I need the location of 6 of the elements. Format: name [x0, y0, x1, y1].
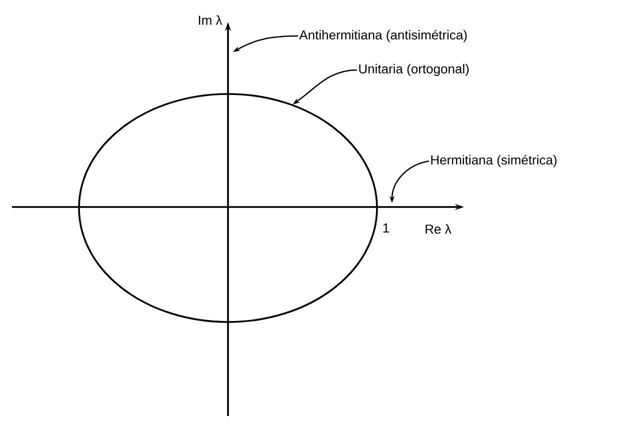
axis-label: Im λ	[198, 15, 222, 25]
callout-text: Unitaria (ortogonal)	[359, 64, 469, 76]
axis-label: Re λ	[426, 224, 452, 234]
callout-text: Antihermitiana (antisimétrica)	[299, 30, 467, 42]
callout-text: Hermitiana (simétrica)	[431, 154, 556, 168]
unit-circle	[78, 93, 378, 323]
